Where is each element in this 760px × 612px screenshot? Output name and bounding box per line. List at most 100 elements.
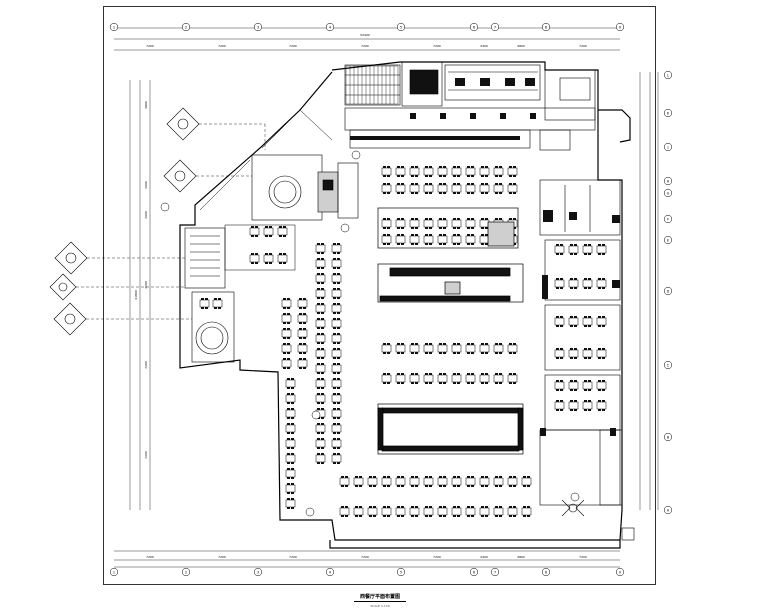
section-markers (160, 150, 580, 517)
sheet-border (103, 6, 656, 585)
svg-text:B: B (667, 435, 670, 439)
svg-text:1: 1 (113, 25, 115, 29)
dining-table (339, 476, 350, 487)
dining-table (507, 476, 518, 487)
grid-bubble-row-C: C (663, 360, 673, 370)
dining-table (437, 506, 448, 517)
bottom-dimension-chain (114, 550, 620, 568)
dining-table (315, 318, 326, 329)
top-overall-dim: 52400 (360, 33, 370, 37)
dining-table (277, 226, 288, 237)
dining-table (554, 278, 565, 289)
grid-bubble-col-3-bottom: 3 (253, 567, 263, 577)
dining-table (493, 373, 504, 384)
left-overall-dim: 41800 (134, 290, 138, 300)
svg-text:6: 6 (473, 25, 475, 29)
dining-table (582, 278, 593, 289)
svg-text:1: 1 (113, 570, 115, 574)
dining-table (381, 373, 392, 384)
dining-table (568, 380, 579, 391)
dining-table (331, 363, 342, 374)
dining-table (331, 393, 342, 404)
dining-table (568, 244, 579, 255)
dining-table (331, 348, 342, 359)
left-dimension-chain (129, 80, 151, 510)
grid-bubble-row-F: F (663, 214, 673, 224)
dining-table (249, 226, 260, 237)
dining-table (285, 468, 296, 479)
dining-table (479, 506, 490, 517)
grid-bubble-row-K: K (663, 108, 673, 118)
dining-table (285, 498, 296, 509)
dining-table (381, 506, 392, 517)
top-dim-8: 7200 (579, 44, 587, 48)
dining-table (465, 476, 476, 487)
left-dim-2: 3600 (144, 181, 148, 189)
dining-table (465, 373, 476, 384)
dining-table (409, 343, 420, 354)
dining-table (479, 476, 490, 487)
dining-table (331, 273, 342, 284)
svg-text:7: 7 (494, 570, 496, 574)
svg-text:4: 4 (329, 25, 332, 29)
callout-diamond-2 (163, 159, 197, 193)
dining-table (423, 218, 434, 229)
dining-table (297, 343, 308, 354)
dining-table (315, 288, 326, 299)
dining-table (596, 348, 607, 359)
dining-table (465, 506, 476, 517)
grid-bubble-row-A: A (663, 505, 673, 515)
dining-table (507, 183, 518, 194)
dining-table (582, 244, 593, 255)
dining-table (451, 373, 462, 384)
top-dim-3: 7200 (289, 44, 297, 48)
dining-table (381, 476, 392, 487)
dining-table (568, 316, 579, 327)
bottom-dim-6: 2400 (480, 555, 488, 559)
dining-table (521, 506, 532, 517)
dining-table (423, 166, 434, 177)
dining-table (479, 234, 490, 245)
dining-table (479, 166, 490, 177)
dining-table (479, 218, 490, 229)
grid-bubble-col-1: 1 (109, 22, 119, 32)
grid-bubble-row-D: D (663, 286, 673, 296)
callout-diamond-4 (49, 273, 77, 301)
dining-table (315, 363, 326, 374)
dining-table (263, 226, 274, 237)
dining-table (281, 358, 292, 369)
callout-diamond-1 (166, 107, 200, 141)
top-dim-1: 7200 (146, 44, 154, 48)
dining-table (451, 166, 462, 177)
dining-table (507, 506, 518, 517)
dining-table (297, 313, 308, 324)
dining-table (423, 373, 434, 384)
dining-table (315, 438, 326, 449)
svg-text:3: 3 (257, 570, 259, 574)
grid-bubble-col-7-bottom: 7 (490, 567, 500, 577)
left-dim-1: 4800 (144, 101, 148, 109)
svg-text:7: 7 (494, 25, 496, 29)
svg-text:E: E (667, 238, 669, 242)
grid-bubble-col-2-bottom: 2 (181, 567, 191, 577)
dining-table (315, 378, 326, 389)
dining-table (249, 253, 260, 264)
dining-table (395, 234, 406, 245)
dining-table (285, 453, 296, 464)
top-dim-5: 7200 (433, 44, 441, 48)
kitchen-area (344, 61, 596, 151)
dining-table (437, 476, 448, 487)
dining-table (465, 183, 476, 194)
dining-table (437, 343, 448, 354)
dining-table (596, 278, 607, 289)
kitchen-equipment (350, 78, 536, 140)
dining-table (451, 183, 462, 194)
dining-table (367, 506, 378, 517)
grid-bubble-col-9-bottom: 9 (615, 567, 625, 577)
dining-table (437, 183, 448, 194)
dining-table (451, 234, 462, 245)
dining-table (479, 183, 490, 194)
dining-table (281, 313, 292, 324)
svg-text:K: K (667, 111, 670, 115)
grid-bubble-col-8-bottom: 8 (541, 567, 551, 577)
